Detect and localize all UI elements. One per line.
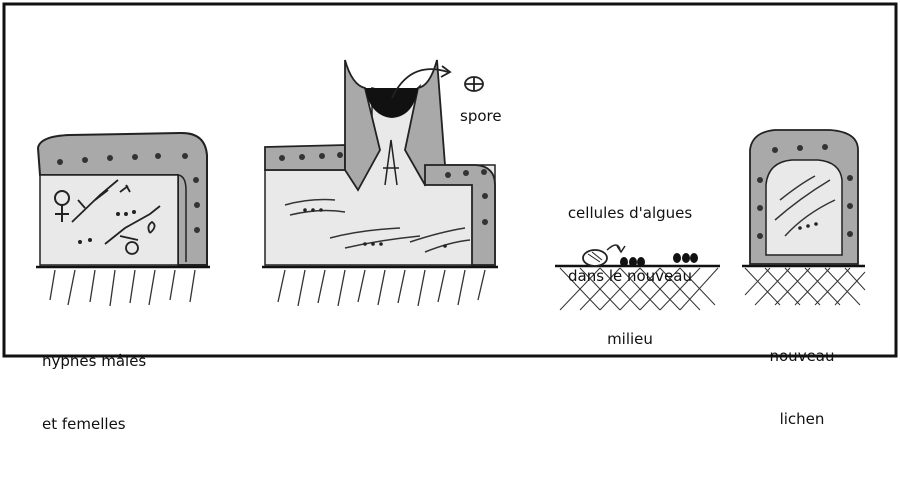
algae-label-line-1: cellules d'algues: [555, 203, 705, 224]
new-lichen-label-line-1: nouveau: [752, 346, 852, 367]
panel-new-lichen: [742, 130, 865, 305]
new-lichen-label-line-2: lichen: [752, 409, 852, 430]
new-lichen-label: nouveau lichen: [752, 304, 852, 472]
algae-label: cellules d'algues dans le nouveau milieu: [555, 161, 705, 392]
spore-label: spore: [460, 106, 502, 127]
hyphae-label-line-1: hyphes mâles: [42, 351, 146, 372]
algae-label-line-2: dans le nouveau: [555, 266, 705, 287]
roots: [50, 270, 195, 306]
hyphae-label: hyphes mâles et femelles: [42, 309, 146, 477]
panel-hyphae: [36, 133, 210, 306]
spore-icon: [465, 77, 483, 91]
hyphae-label-line-2: et femelles: [42, 414, 146, 435]
new-lichen-medulla: [766, 160, 842, 255]
lichen-diagram: hyphes mâles et femelles spore cellules …: [0, 0, 900, 360]
algae-label-line-3: milieu: [555, 329, 705, 350]
panel-spore: [262, 60, 498, 306]
